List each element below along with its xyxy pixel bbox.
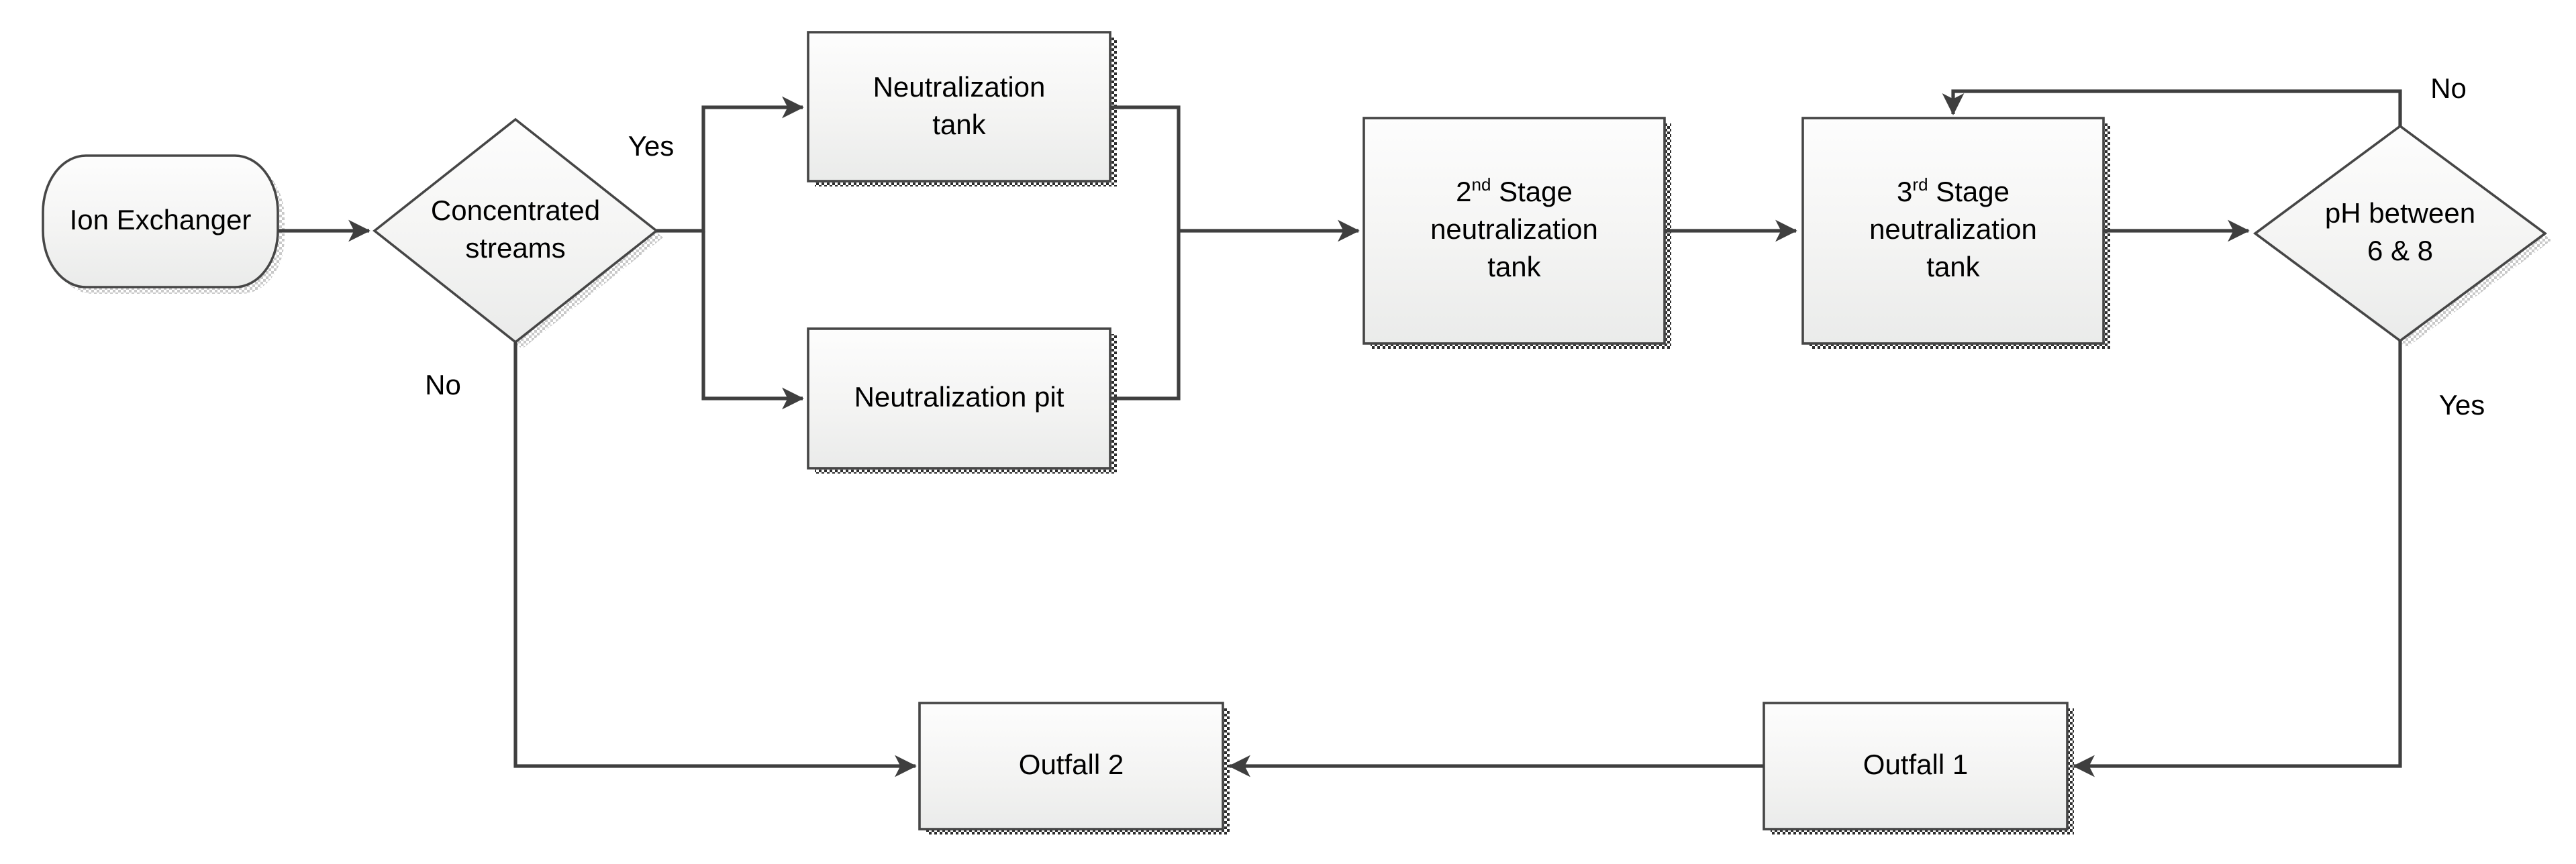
stage2-tank-line1: 2nd Stage	[1456, 174, 1573, 208]
stage3-tank-shape	[1801, 117, 2105, 345]
concentrated-streams-label: Concentrated streams	[381, 193, 650, 268]
neutralization-tank-shape	[807, 31, 1111, 182]
stage3-tank-label: 3rd Stage neutralization tank	[1803, 118, 2103, 343]
ion-exchanger-text: Ion Exchanger	[69, 205, 252, 236]
edge-label-ph-no: No	[2430, 74, 2467, 105]
ion-exchanger-label: Ion Exchanger	[43, 156, 278, 287]
edge-no-to-outfall-2	[513, 342, 917, 777]
edge-label-concentrated-yes: Yes	[628, 131, 675, 162]
connectors	[278, 89, 2402, 777]
outfall-2-label: Outfall 2	[920, 703, 1223, 829]
outfall-1-text: Outfall 1	[1863, 750, 1969, 781]
edge-label-ph-yes: Yes	[2438, 390, 2485, 421]
stage2-tank-line3: tank	[1487, 252, 1541, 283]
neutralization-tank-line1: Neutralization	[873, 72, 1046, 103]
ion-exchanger-shape	[42, 154, 279, 288]
stage3-tank-line3: tank	[1926, 252, 1980, 283]
edge-label-concentrated-no: No	[425, 370, 461, 401]
outfall-2-text: Outfall 2	[1018, 750, 1124, 781]
stage2-tank-shape	[1363, 117, 1666, 345]
stage2-tank-label: 2nd Stage neutralization tank	[1364, 118, 1665, 343]
ph-check-shape	[2252, 124, 2548, 343]
stage3-tank-line1: 3rd Stage	[1897, 174, 2010, 208]
node-shadows	[50, 38, 2552, 834]
outfall-1-label: Outfall 1	[1764, 703, 2067, 829]
ph-check-line1: pH between	[2324, 199, 2476, 229]
ph-check-label: pH between 6 & 8	[2266, 196, 2534, 271]
neutralization-pit-text: Neutralization pit	[854, 382, 1064, 413]
concentrated-streams-line1: Concentrated	[430, 196, 601, 227]
edge-yes-to-neutralization-pit	[701, 231, 804, 410]
edge-ph-no-loop-to-stage3	[1942, 89, 2402, 126]
neutralization-tank-line2: tank	[932, 109, 986, 140]
edge-yes-to-neutralization-tank	[656, 96, 804, 233]
concentrated-streams-line2: streams	[465, 233, 566, 264]
edge-ph-yes-to-outfall-1	[2073, 341, 2402, 777]
outfall-1-shape	[1763, 702, 2069, 830]
stage2-tank-line2: neutralization	[1430, 215, 1598, 246]
stage3-tank-line2: neutralization	[1869, 215, 2037, 246]
neutralization-tank-label: Neutralization tank	[808, 32, 1110, 181]
ph-check-line2: 6 & 8	[2367, 236, 2434, 267]
edge-merge-tank-pit	[1110, 105, 1181, 400]
neutralization-pit-label: Neutralization pit	[808, 329, 1110, 468]
node-shapes	[42, 31, 2548, 830]
outfall-2-shape	[918, 702, 1224, 830]
